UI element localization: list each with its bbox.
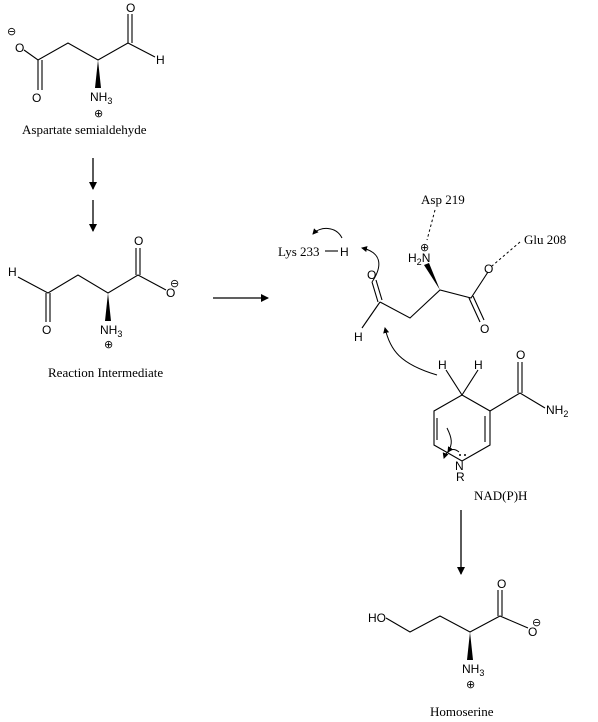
atom-oxygen: O [15, 41, 24, 55]
atom-oxygen: O [126, 1, 135, 15]
atom-hydrogen: H [354, 330, 363, 344]
atom-hydrogen: H [156, 53, 165, 67]
atom-oxygen: O [32, 91, 41, 105]
charge-plus: ⊕ [466, 679, 475, 691]
residue-asp: Asp 219 [421, 192, 465, 207]
atom-hydrogen: H [340, 245, 349, 259]
intermediate-label: Reaction Intermediate [48, 365, 163, 380]
atom-oxygen: O [367, 268, 376, 282]
homoserine-label: Homoserine [430, 704, 494, 719]
atom-oxygen: O [134, 234, 143, 248]
aspartate-semialdehyde-molecule: ⊖ O O O H NH3 ⊕ [7, 1, 165, 120]
residue-lys: Lys 233 [278, 244, 320, 259]
atom-r-group: R [456, 470, 465, 484]
atom-hydrogen: H [474, 358, 483, 372]
atom-ring-nitrogen: N [455, 459, 464, 473]
atom-amine: NH3 [462, 662, 484, 678]
mechanism-complex: Lys 233 H Asp 219 ⊕ H2N Glu 208 O O O H … [278, 192, 568, 484]
atom-amine: NH3 [100, 323, 122, 339]
charge-minus: ⊖ [532, 617, 541, 629]
charge-minus: ⊖ [170, 278, 179, 290]
atom-oxygen: O [516, 348, 525, 362]
atom-oxygen: O [42, 323, 51, 337]
charge-plus: ⊕ [94, 108, 103, 120]
nadph-label: NAD(P)H [474, 488, 527, 503]
atom-amide: NH2 [546, 403, 568, 419]
atom-amine: H2N [408, 251, 430, 267]
atom-oxygen: O [480, 322, 489, 336]
charge-minus: ⊖ [7, 26, 16, 38]
atom-oxygen: O [528, 625, 537, 639]
charge-plus: ⊕ [104, 339, 113, 351]
atom-oxygen: O [484, 262, 493, 276]
atom-amine: NH3 [90, 90, 112, 106]
charge-plus: ⊕ [420, 242, 429, 254]
aspartate-label: Aspartate semialdehyde [22, 122, 147, 137]
homoserine-molecule: HO O O ⊖ NH3 ⊕ [368, 577, 541, 691]
atom-oxygen: O [497, 577, 506, 591]
reaction-intermediate-molecule: H O O O ⊖ NH3 ⊕ [8, 234, 179, 351]
residue-glu: Glu 208 [524, 232, 566, 247]
atom-hydroxyl: HO [368, 611, 386, 625]
atom-oxygen: O [166, 286, 175, 300]
atom-hydrogen: H [8, 265, 17, 279]
atom-hydrogen: H [438, 358, 447, 372]
